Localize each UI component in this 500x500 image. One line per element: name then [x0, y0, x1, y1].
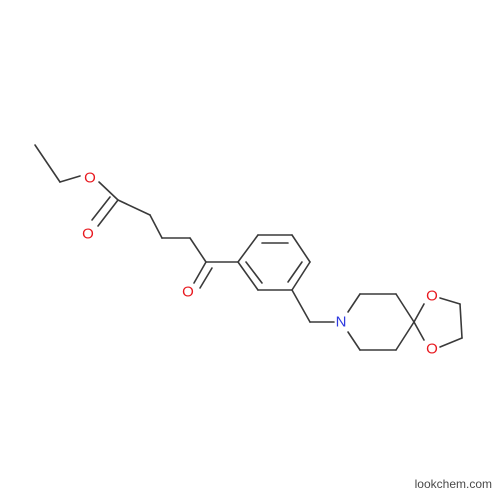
bond	[395, 321, 415, 351]
watermark: lookchem.com	[415, 477, 492, 491]
bond	[291, 261, 311, 291]
atom-label-dioxolane-oxygen-bottom: O	[426, 341, 438, 358]
atom-label-ketone-oxygen: O	[182, 284, 194, 301]
bond	[413, 321, 425, 341]
bond	[291, 289, 311, 323]
atom-label-carbonyl-oxygen: O	[82, 226, 94, 243]
atom-labels: O O O N O O	[82, 170, 438, 358]
bond	[439, 297, 461, 305]
bond	[97, 199, 119, 227]
bond	[291, 234, 311, 263]
bond	[237, 261, 259, 291]
bond	[91, 196, 111, 221]
bond	[287, 261, 303, 283]
bond	[459, 303, 463, 339]
bond	[117, 199, 151, 216]
bond	[245, 261, 263, 284]
atom-label-ester-oxygen: O	[84, 170, 96, 187]
bond	[395, 293, 415, 323]
bond	[347, 293, 361, 313]
bond	[59, 175, 81, 183]
bond	[149, 214, 163, 239]
bond	[193, 261, 207, 284]
bond	[347, 331, 361, 351]
bond	[199, 267, 213, 289]
bond	[189, 237, 207, 263]
atom-label-nitrogen: N	[336, 314, 347, 331]
bond	[34, 144, 61, 183]
bond	[439, 337, 463, 348]
atom-label-dioxolane-oxygen-top: O	[426, 288, 438, 305]
bond	[413, 303, 425, 323]
bond	[237, 234, 259, 263]
bond	[98, 181, 119, 201]
bond-layer	[34, 144, 463, 351]
